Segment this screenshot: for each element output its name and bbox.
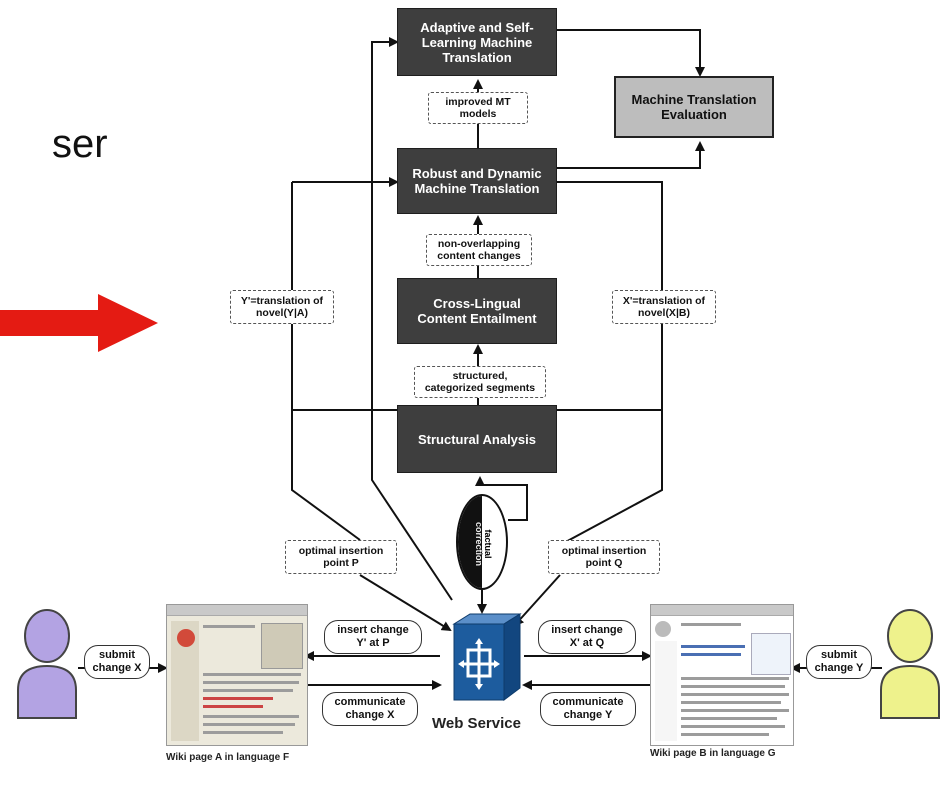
insert-change-x-pill: insert change X' at Q: [538, 620, 636, 654]
user-icon: [17, 609, 77, 719]
submit-change-y-pill: submit change Y: [806, 645, 872, 679]
cross-lingual-box: Cross-Lingual Content Entailment: [397, 278, 557, 344]
submit-change-x-pill: submit change X: [84, 645, 150, 679]
insertion-point-q-tag: optimal insertion point Q: [548, 540, 660, 574]
mt-evaluation-box: Machine Translation Evaluation: [614, 76, 774, 138]
user-icon: [880, 609, 940, 719]
web-service-cube-icon: [452, 613, 522, 701]
structural-analysis-box: Structural Analysis: [397, 405, 557, 473]
improved-mt-models-tag: improved MT models: [428, 92, 528, 124]
x-translation-tag: X'=translation of novel(X|B): [612, 290, 716, 324]
non-overlapping-changes-tag: non-overlapping content changes: [426, 234, 532, 266]
wiki-page-a-caption: Wiki page A in language F: [166, 752, 290, 763]
insertion-point-p-tag: optimal insertion point P: [285, 540, 397, 574]
structured-segments-tag: structured, categorized segments: [414, 366, 546, 398]
adaptive-mt-box: Adaptive and Self- Learning Machine Tran…: [397, 8, 557, 76]
communicate-change-y-pill: communicate change Y: [540, 692, 636, 726]
y-translation-tag: Y'=translation of novel(Y|A): [230, 290, 334, 324]
web-service-label: Web Service: [432, 715, 521, 732]
red-arrow-icon: [0, 294, 158, 352]
wiki-page-a-thumbnail: [166, 604, 308, 746]
insert-change-y-pill: insert change Y' at P: [324, 620, 422, 654]
factual-correction-ellipse: factual correction: [456, 494, 508, 590]
wiki-page-b-thumbnail: [650, 604, 794, 746]
robust-mt-box: Robust and Dynamic Machine Translation: [397, 148, 557, 214]
partial-slide-text: ser: [52, 122, 108, 166]
wiki-page-b-caption: Wiki page B in language G: [650, 748, 776, 759]
communicate-change-x-pill: communicate change X: [322, 692, 418, 726]
factual-correction-label: factual correction: [474, 521, 493, 566]
